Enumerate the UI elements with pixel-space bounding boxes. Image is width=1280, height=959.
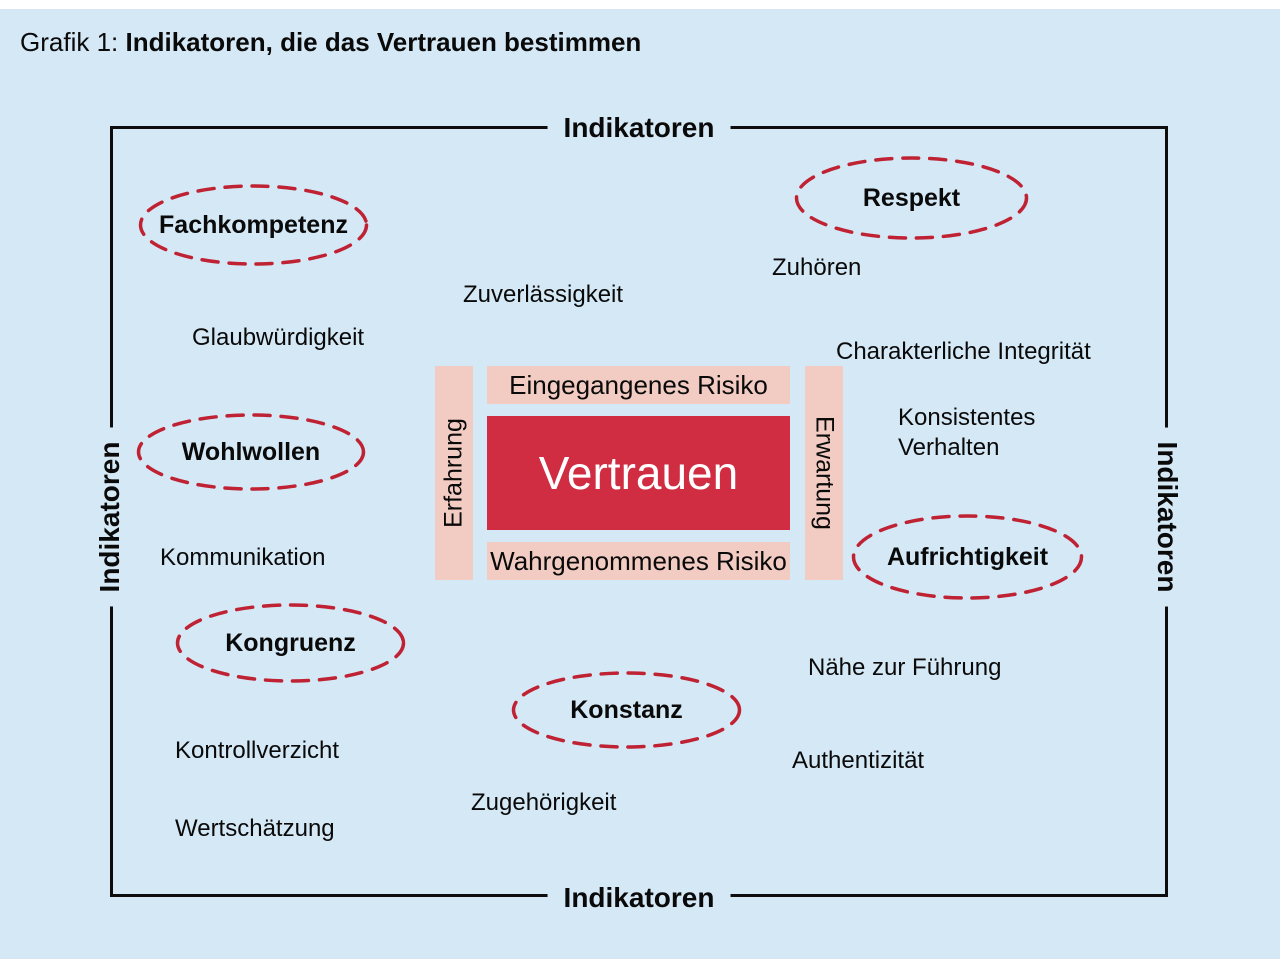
ellipse-kongruenz: Kongruenz <box>174 602 407 684</box>
frame-label-right: Indikatoren <box>1151 427 1183 607</box>
top-white-strip <box>0 0 1280 9</box>
page-title: Grafik 1: Indikatoren, die das Vertrauen… <box>20 27 641 58</box>
dashed-ellipse-icon <box>794 156 1029 240</box>
label-authentizitaet: Authentizität <box>792 747 925 774</box>
frame-label-left: Indikatoren <box>94 427 126 607</box>
ellipse-label: Respekt <box>862 183 961 212</box>
ellipse-konstanz: Konstanz <box>510 670 743 750</box>
frame-label-top: Indikatoren <box>547 112 731 144</box>
dashed-ellipse-icon <box>175 603 406 683</box>
expectation-bar: Erwartung <box>805 366 843 580</box>
label-wertschaetzung: Wertschätzung <box>175 815 335 842</box>
expectation-bar-label: Erwartung <box>810 416 839 530</box>
label-kontrollverzicht: Kontrollverzicht <box>175 737 340 764</box>
label-zuverlaessigkeit: Zuverlässigkeit <box>463 281 624 308</box>
label-zuhoeren: Zuhören <box>772 254 862 281</box>
dashed-ellipse-icon <box>851 514 1084 600</box>
ellipse-fachkompetenz: Fachkompetenz <box>137 183 370 267</box>
label-charakterliche-integritaet: Charakterliche Integrität <box>836 338 1091 365</box>
ellipse-wohlwollen: Wohlwollen <box>135 412 367 492</box>
ellipse-label: Kongruenz <box>225 628 356 657</box>
title-prefix: Grafik 1: <box>20 27 126 57</box>
dashed-ellipse-icon <box>136 413 366 491</box>
label-kommunikation: Kommunikation <box>160 544 326 571</box>
experience-bar: Erfahrung <box>435 366 473 580</box>
title-main: Indikatoren, die das Vertrauen bestimmen <box>125 27 642 57</box>
ellipse-label: Aufrichtigkeit <box>886 542 1049 571</box>
ellipse-label: Konstanz <box>570 695 683 724</box>
trust-box: Vertrauen <box>487 416 790 530</box>
ellipse-label: Wohlwollen <box>181 437 321 466</box>
frame-label-bottom: Indikatoren <box>547 882 731 914</box>
ellipse-respekt: Respekt <box>793 155 1030 241</box>
dashed-ellipse-icon <box>511 671 742 749</box>
dashed-ellipse-icon <box>138 184 369 266</box>
ellipse-label: Fachkompetenz <box>159 210 348 239</box>
ellipse-aufrichtigkeit: Aufrichtigkeit <box>850 513 1085 601</box>
label-konsistentes-verhalten: Konsistentes Verhalten <box>898 404 1036 461</box>
experience-bar-label: Erfahrung <box>439 418 468 528</box>
label-naehe-zur-fuehrung: Nähe zur Führung <box>808 654 1002 681</box>
label-zugehoerigkeit: Zugehörigkeit <box>471 789 617 816</box>
perceived-risk-box: Wahrgenommenes Risiko <box>487 542 790 580</box>
taken-risk-box: Eingegangenes Risiko <box>487 366 790 404</box>
label-glaubwuerdigkeit: Glaubwürdigkeit <box>192 324 365 351</box>
